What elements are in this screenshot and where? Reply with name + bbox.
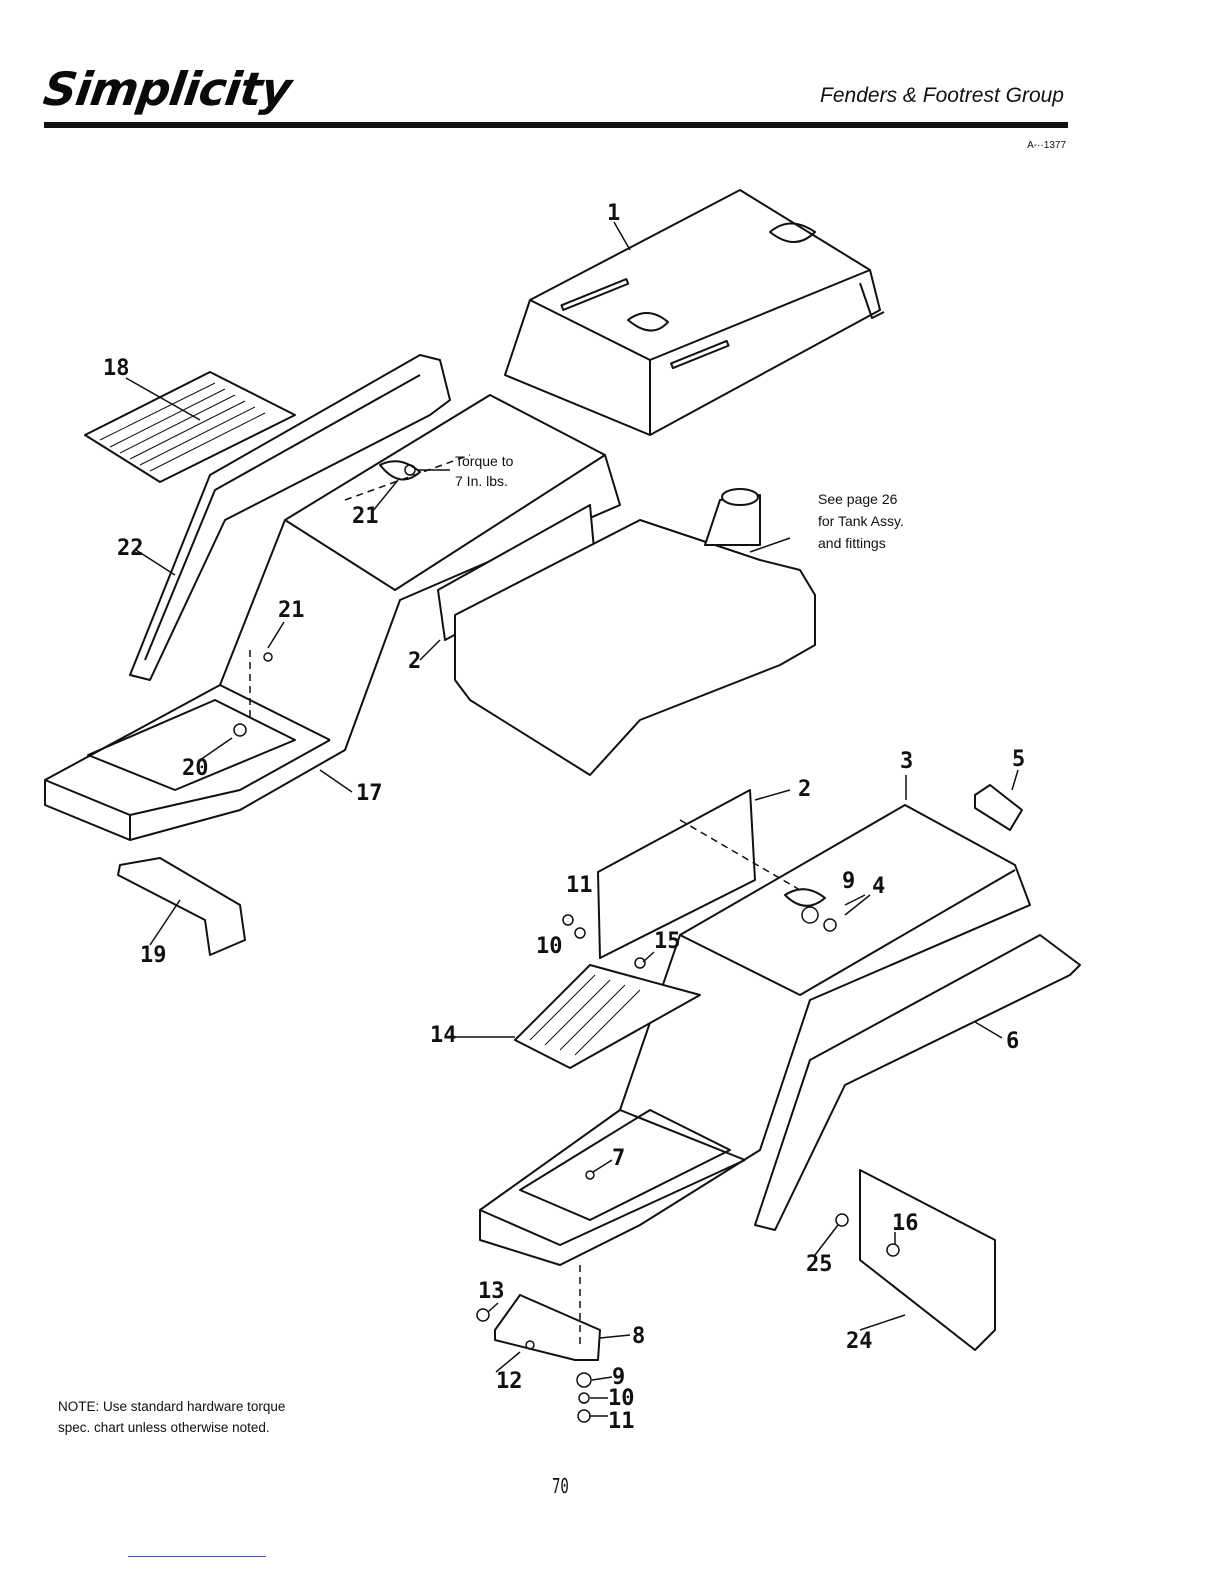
callout-13: 13: [478, 1279, 505, 1304]
callout-20: 20: [182, 756, 209, 781]
callout-10-lower: 10: [608, 1386, 635, 1411]
callout-3: 3: [900, 749, 913, 774]
tank-note-line1: See page 26: [818, 491, 898, 507]
callout-19: 19: [140, 943, 167, 968]
callout-21-upper: 21: [352, 504, 379, 529]
callout-8: 8: [632, 1324, 645, 1349]
callout-9-upper: 9: [842, 869, 855, 894]
tank-note-line3: and fittings: [818, 535, 886, 551]
callout-24: 24: [846, 1329, 873, 1354]
callout-22: 22: [117, 536, 144, 561]
callout-7: 7: [612, 1146, 625, 1171]
callout-2-lower: 2: [798, 777, 811, 802]
part-top-cover: [505, 190, 884, 435]
callout-11-upper: 11: [566, 873, 593, 898]
callout-5: 5: [1012, 747, 1025, 772]
callout-10-upper: 10: [536, 934, 563, 959]
torque-note-line1: Torque to: [455, 453, 514, 469]
callout-12: 12: [496, 1369, 523, 1394]
callout-14: 14: [430, 1023, 457, 1048]
tank-note-line2: for Tank Assy.: [818, 513, 904, 529]
callout-11-lower: 11: [608, 1409, 635, 1434]
part-bracket-right: [495, 1295, 600, 1360]
callout-2-upper: 2: [408, 649, 421, 674]
page-number: 70: [552, 1474, 569, 1498]
callout-18: 18: [103, 356, 130, 381]
torque-note-line2: 7 In. lbs.: [455, 473, 508, 489]
blue-underline: [128, 1556, 266, 1557]
callout-4: 4: [872, 874, 885, 899]
callout-21-lower: 21: [278, 598, 305, 623]
callout-16: 16: [892, 1211, 919, 1236]
callout-6: 6: [1006, 1029, 1019, 1054]
callout-25: 25: [806, 1252, 833, 1277]
part-bracket-left: [118, 858, 245, 955]
part-decal: [975, 785, 1022, 830]
callout-15: 15: [654, 929, 681, 954]
callout-1: 1: [607, 201, 620, 226]
callout-17: 17: [356, 781, 383, 806]
hardware-torque-note: NOTE: Use standard hardware torque spec.…: [58, 1396, 308, 1438]
